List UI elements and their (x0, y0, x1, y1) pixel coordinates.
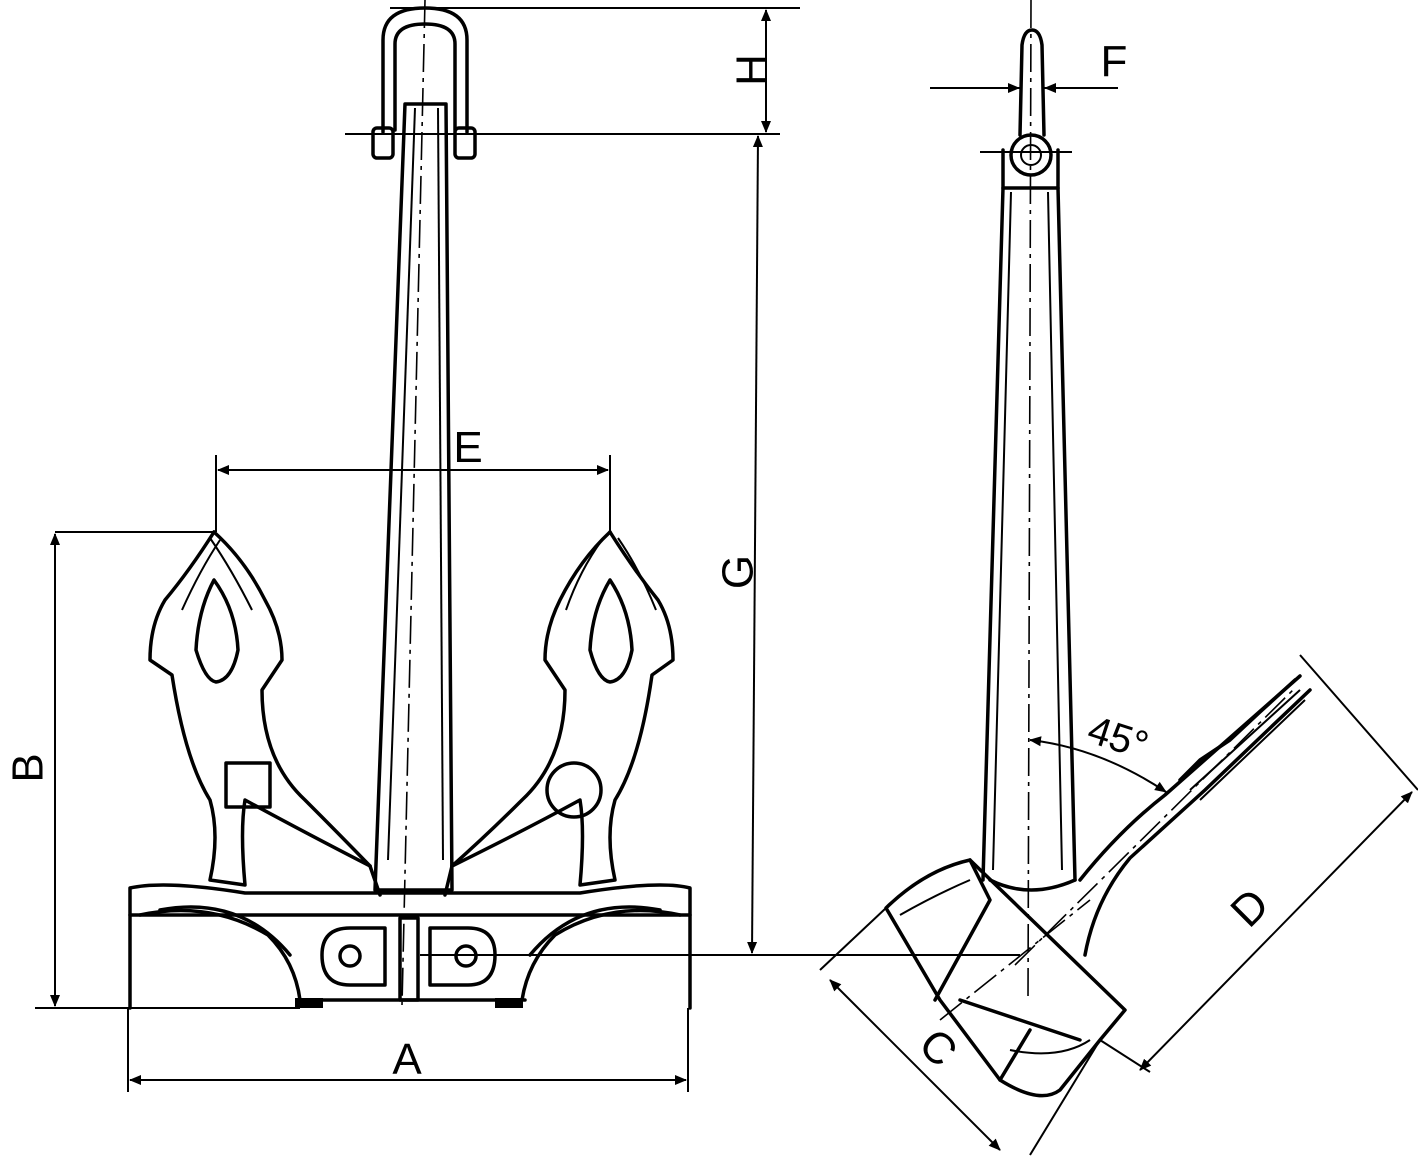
label-g: G (714, 555, 763, 589)
dimensions (35, 7, 1418, 1156)
dim-d-line (1139, 791, 1413, 1071)
side-view (884, 0, 1312, 1098)
angle-arc (1029, 736, 1167, 793)
label-d: D (1221, 879, 1278, 936)
left-fluke (148, 530, 372, 887)
label-f: F (1101, 37, 1128, 86)
right-fluke (450, 530, 675, 887)
label-b: B (4, 753, 53, 782)
label-h: H (728, 54, 777, 86)
dim-g-line (747, 135, 763, 954)
label-e: E (453, 423, 482, 472)
side-centerline (1027, 0, 1032, 1001)
label-angle: 45° (1082, 708, 1153, 769)
shank (368, 102, 454, 897)
front-centerline (401, 0, 426, 1006)
crown (128, 883, 692, 1010)
shackle (371, 6, 477, 160)
dim-c-line (829, 979, 1001, 1151)
front-view (128, 0, 692, 1010)
label-a: A (392, 1035, 422, 1084)
